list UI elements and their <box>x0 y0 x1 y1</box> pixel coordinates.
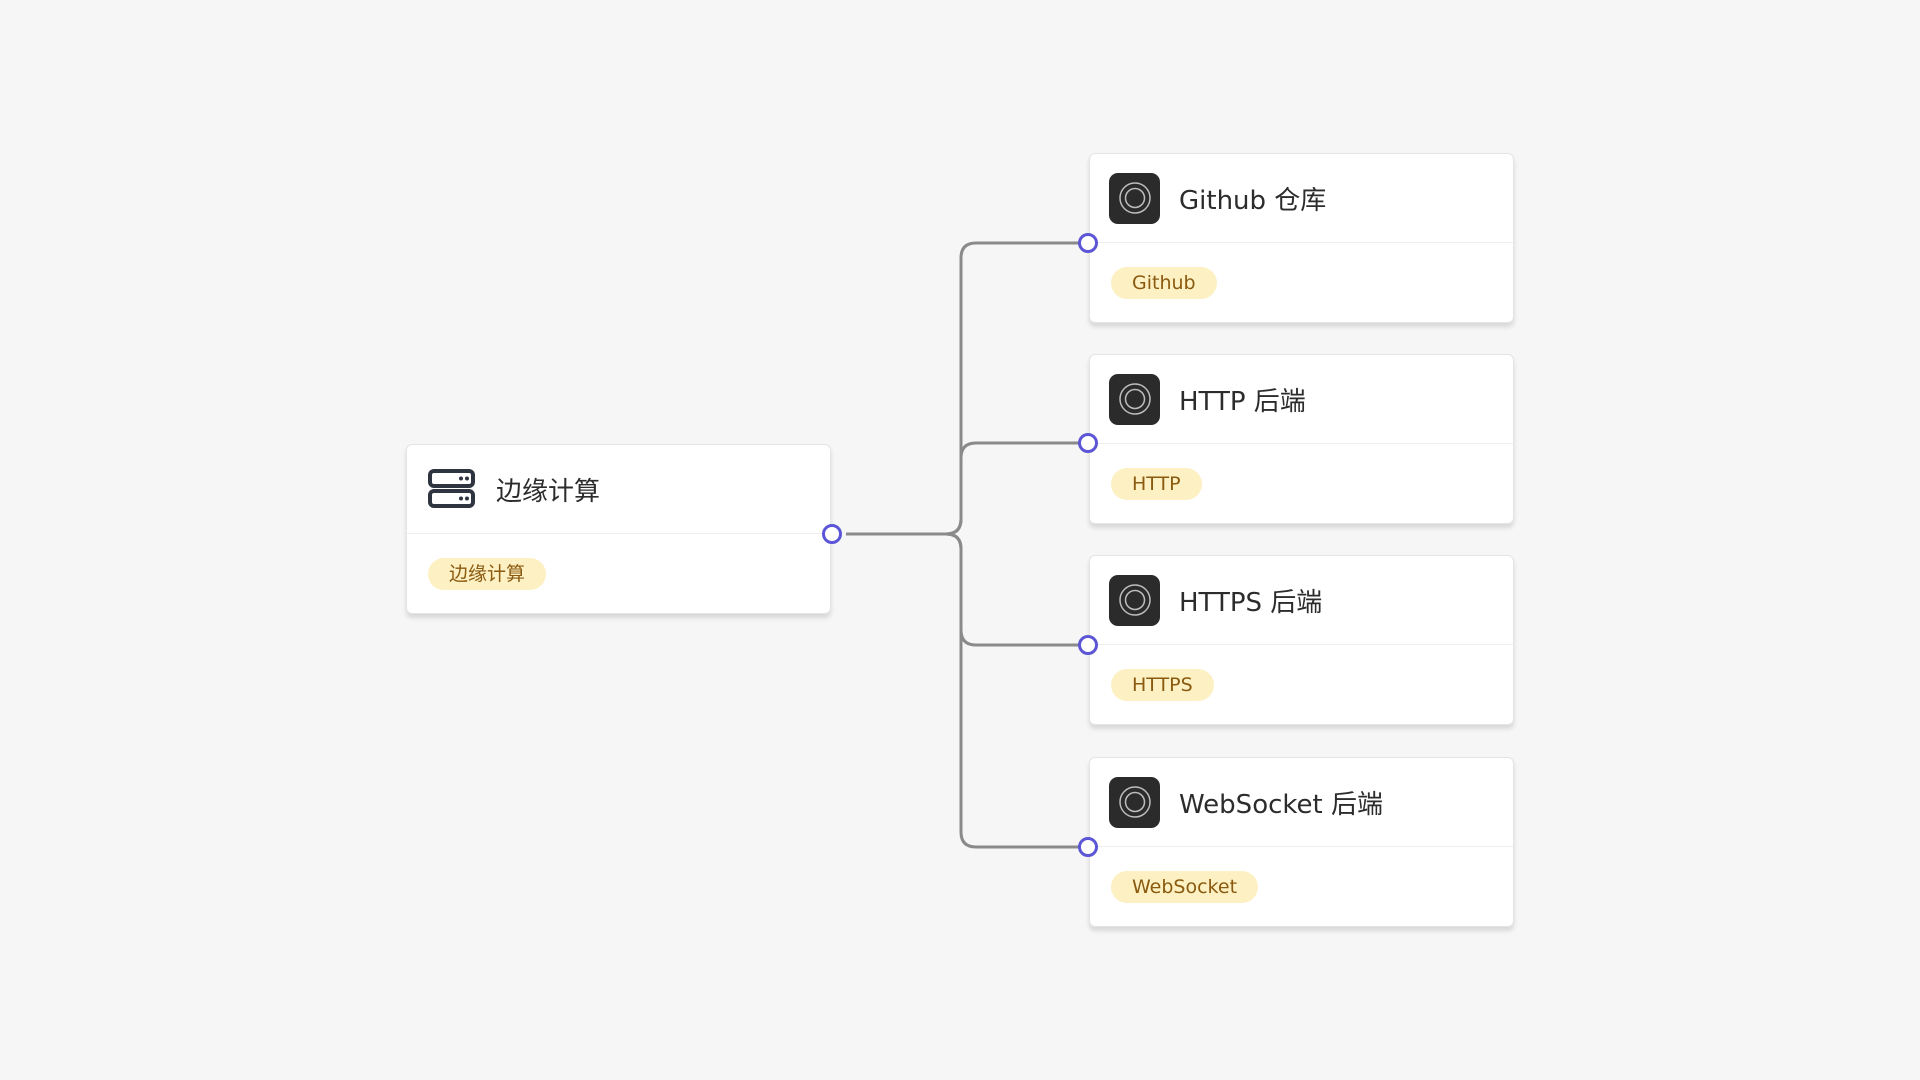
node-https-backend[interactable]: HTTPS 后端 HTTPS <box>1089 555 1514 725</box>
port-github-in[interactable] <box>1078 233 1098 253</box>
node-title: WebSocket 后端 <box>1179 789 1383 820</box>
edge-root-to-https <box>846 532 1080 647</box>
edge-root-to-http <box>846 441 1080 536</box>
node-tag: 边缘计算 <box>428 558 547 590</box>
node-body: Github <box>1090 243 1513 323</box>
node-body: 边缘计算 <box>407 534 830 614</box>
port-root-out[interactable] <box>822 524 842 544</box>
node-github-repo[interactable]: Github 仓库 Github <box>1089 153 1514 323</box>
node-header: 边缘计算 <box>407 445 830 534</box>
node-header: HTTPS 后端 <box>1090 556 1513 645</box>
node-title: HTTP 后端 <box>1179 386 1306 417</box>
port-websocket-in[interactable] <box>1078 837 1098 857</box>
circle-target-icon <box>1109 172 1160 224</box>
node-header: WebSocket 后端 <box>1090 758 1513 847</box>
node-header: Github 仓库 <box>1090 154 1513 243</box>
port-http-in[interactable] <box>1078 433 1098 453</box>
node-websocket-backend[interactable]: WebSocket 后端 WebSocket <box>1089 757 1514 927</box>
port-https-in[interactable] <box>1078 635 1098 655</box>
edge-root-to-github <box>846 241 1080 536</box>
node-title: Github 仓库 <box>1179 185 1327 216</box>
circle-target-icon <box>1109 373 1160 425</box>
edge-root-to-websocket <box>846 532 1080 849</box>
circle-target-icon <box>1109 574 1160 626</box>
node-tag: WebSocket <box>1111 871 1259 903</box>
node-body: HTTPS <box>1090 645 1513 725</box>
node-title: HTTPS 后端 <box>1179 587 1323 618</box>
server-icon <box>426 464 477 515</box>
node-http-backend[interactable]: HTTP 后端 HTTP <box>1089 354 1514 524</box>
node-tag: HTTP <box>1111 468 1202 500</box>
node-header: HTTP 后端 <box>1090 355 1513 444</box>
node-title: 边缘计算 <box>496 476 601 507</box>
node-tag: Github <box>1111 267 1217 299</box>
node-body: WebSocket <box>1090 847 1513 927</box>
node-tag: HTTPS <box>1111 669 1214 701</box>
circle-target-icon <box>1109 776 1160 828</box>
node-body: HTTP <box>1090 444 1513 524</box>
node-edge-computing[interactable]: 边缘计算 边缘计算 <box>406 444 831 614</box>
